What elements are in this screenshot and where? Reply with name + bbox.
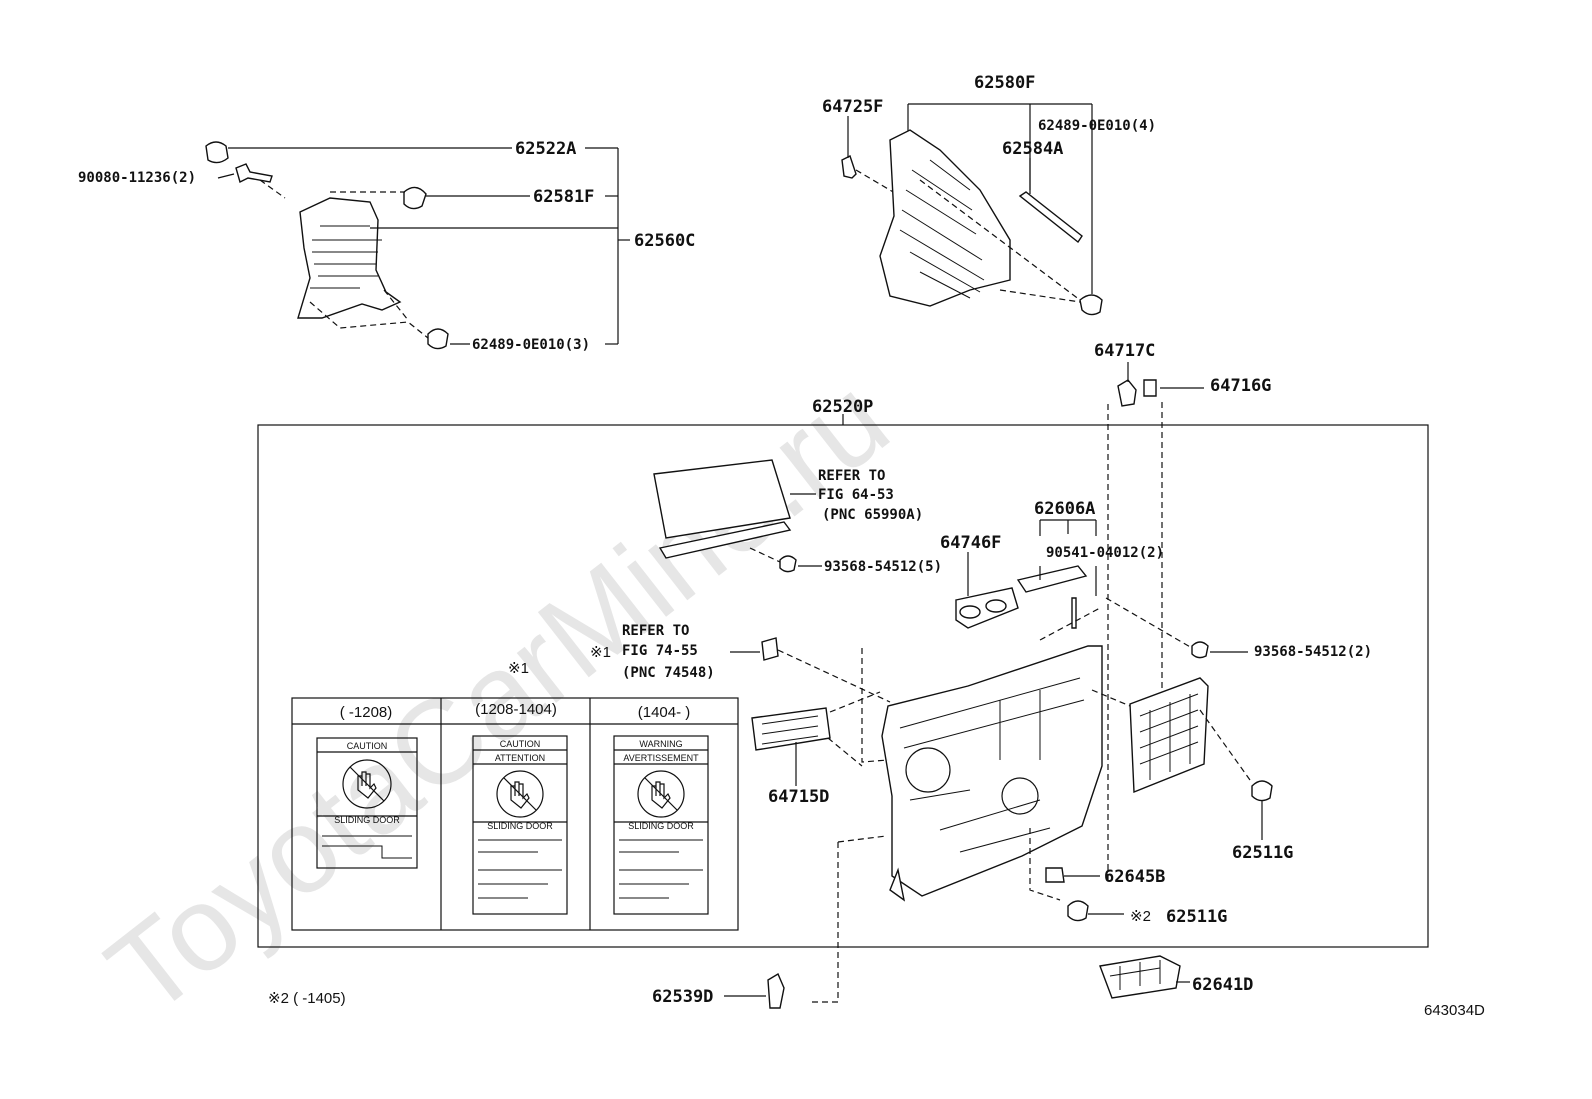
label-62522A: 62522A: [515, 139, 576, 159]
label-64725F: 64725F: [822, 97, 883, 117]
refer-74-55-line1: REFER TO: [622, 623, 689, 639]
assembly-box-62520P: [257, 424, 1429, 948]
screw-90541: [1071, 597, 1077, 629]
upper-right-assembly: [841, 103, 1103, 316]
label-64715D: 64715D: [768, 787, 829, 807]
label-62489-3: 62489-0E010(3): [472, 337, 590, 353]
clip-62511G-b: [1067, 900, 1089, 922]
label-64717C: 64717C: [1094, 341, 1155, 361]
no-hand-icon: [342, 759, 392, 809]
plate-74548: [730, 637, 891, 703]
label-64716G: 64716G: [1210, 376, 1271, 396]
label1-footer: SLIDING DOOR: [334, 815, 400, 825]
garnish-62606A: [1016, 519, 1097, 629]
label-62539D: 62539D: [652, 987, 713, 1007]
screw-93568-2: [1191, 641, 1209, 659]
clip-62489-3: [427, 328, 449, 350]
label-62489-4: 62489-0E010(4): [1038, 118, 1156, 134]
footnote-2: ※2 ( -1405): [268, 990, 346, 1007]
cup-holder-64746F: [955, 552, 1019, 629]
mark2: ※2: [1130, 908, 1151, 925]
label-62581F: 62581F: [533, 187, 594, 207]
refer-74-55-line3: (PNC 74548): [622, 665, 715, 681]
drawing-id: 643034D: [1424, 1002, 1485, 1019]
watermark: ToyotaCarMine.ru: [84, 352, 913, 1041]
label-93568-2: 93568-54512(2): [1254, 644, 1372, 660]
label-62584A: 62584A: [1002, 139, 1063, 159]
clip-62645B: [1045, 867, 1065, 883]
clip-62581F: [403, 186, 427, 210]
label-62580F: 62580F: [974, 73, 1035, 93]
no-hand-icon: [637, 770, 685, 818]
cargo-cover: [653, 459, 822, 573]
label-90541: 90541-04012(2): [1046, 545, 1164, 561]
caution-label-table: ( -1208) (1208-1404) (1404- ) CAUTION SL…: [291, 697, 739, 931]
refer-64-53-line2: FIG 64-53: [818, 487, 894, 503]
label-62606A: 62606A: [1034, 499, 1095, 519]
label-62511G-b: 62511G: [1166, 907, 1227, 927]
vent-64715D: [751, 691, 881, 786]
refer-64-53-line3: (PNC 65990A): [822, 507, 923, 523]
clip-62522A: [205, 141, 229, 164]
clip-64716G: [1143, 379, 1157, 397]
trim-panel-62560C: [297, 197, 402, 319]
period-col-1: ( -1208): [340, 704, 393, 721]
label-62641D: 62641D: [1192, 975, 1253, 995]
clip-62489-4: [1079, 294, 1103, 316]
strip-62584A: [1018, 191, 1083, 244]
refer-74-55-line2: FIG 74-55: [622, 643, 698, 659]
period-col-3: (1404- ): [638, 704, 691, 721]
label-64746F: 64746F: [940, 533, 1001, 553]
side-panel-62520P: [881, 645, 1103, 902]
mark1: ※1: [508, 660, 529, 677]
label2-header: CAUTION: [500, 739, 541, 749]
upper-left-assembly: [205, 141, 630, 350]
clip-62511G-a: [1251, 780, 1273, 802]
screw-90080: [235, 163, 273, 184]
label-90080: 90080-11236(2): [78, 170, 196, 186]
label2-sub: ATTENTION: [495, 753, 545, 763]
screw-93568-2-group: [1105, 597, 1248, 659]
period-col-2: (1208-1404): [475, 701, 557, 718]
no-hand-icon: [496, 770, 544, 818]
small-clips-top: [1107, 362, 1204, 880]
label-93568-5: 93568-54512(5): [824, 559, 942, 575]
label-62645B: 62645B: [1104, 867, 1165, 887]
label-62520P: 62520P: [812, 397, 873, 417]
mark1-small: ※1: [590, 644, 611, 661]
refer-64-53-line1: REFER TO: [818, 468, 885, 484]
bracket-64725F: [841, 155, 857, 179]
clip-64717C: [1117, 379, 1137, 407]
label3-header: WARNING: [639, 739, 682, 749]
label3-sub: AVERTISSEMENT: [623, 753, 699, 763]
label3-footer: SLIDING DOOR: [628, 821, 694, 831]
right-trim-panel: [1091, 677, 1273, 840]
label-62560C: 62560C: [634, 231, 695, 251]
trim-panel-62580F: [879, 129, 1011, 307]
label1-header: CAUTION: [347, 741, 388, 751]
screw-93568-5: [779, 555, 797, 573]
clip-62539D: [767, 972, 785, 1009]
label-62511G-a: 62511G: [1232, 843, 1293, 863]
label2-footer: SLIDING DOOR: [487, 821, 553, 831]
